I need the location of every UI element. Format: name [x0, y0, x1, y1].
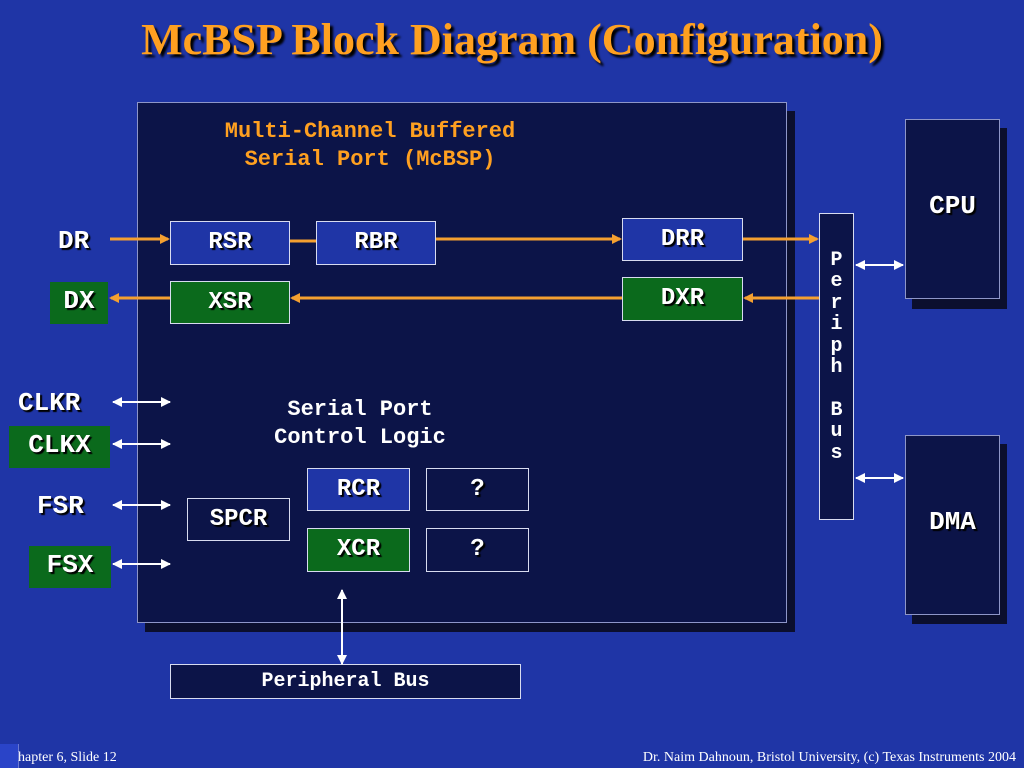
- footer-left-marker: [0, 744, 19, 768]
- rsr-register: RSR: [170, 221, 290, 265]
- periph-bus-letter: [820, 378, 853, 399]
- xsr-register: XSR: [170, 281, 290, 324]
- unknown-register-2: ?: [426, 528, 529, 572]
- spcr-register: SPCR: [187, 498, 290, 541]
- mcbsp-subtitle: Multi-Channel Buffered Serial Port (McBS…: [150, 118, 590, 174]
- xcr-register: XCR: [307, 528, 410, 572]
- slide-title: McBSP Block Diagram (Configuration): [141, 15, 883, 64]
- cpu-label: CPU: [929, 191, 976, 221]
- periph-bus-letter: i: [830, 313, 843, 337]
- control-logic-line1: Serial Port: [287, 397, 433, 422]
- rbr-register: RBR: [316, 221, 436, 265]
- dr-signal-label: DR: [58, 226, 90, 256]
- clkr-signal-label: CLKR: [18, 388, 81, 418]
- dxr-register: DXR: [622, 277, 743, 321]
- periph-bus-letter: s: [830, 441, 843, 465]
- unknown-register-1: ?: [426, 468, 529, 511]
- periph-bus-letter: h: [830, 356, 843, 380]
- control-logic-line2: Control Logic: [274, 425, 446, 450]
- clkx-signal-label: CLKX: [9, 426, 110, 468]
- periph-bus-letter: u: [830, 420, 843, 444]
- peripheral-bus-box: Peripheral Bus: [170, 664, 521, 699]
- periph-bus-vertical: P e r i p h B u s: [819, 213, 854, 520]
- footer-right-text: Dr. Naim Dahnoun, Bristol University, (c…: [642, 750, 1016, 765]
- dma-box: [905, 435, 1000, 615]
- periph-bus-letter: p: [830, 334, 843, 358]
- rcr-register: RCR: [307, 468, 410, 511]
- drr-register: DRR: [622, 218, 743, 261]
- fsx-signal-label: FSX: [29, 546, 111, 588]
- dma-label: DMA: [929, 507, 976, 537]
- fsr-signal-label: FSR: [37, 491, 84, 521]
- periph-bus-letter: B: [830, 398, 843, 422]
- mcbsp-subtitle-line1: Multi-Channel Buffered: [224, 119, 516, 144]
- periph-bus-letter: r: [830, 291, 843, 315]
- serial-port-control-logic: Serial Port Control Logic: [230, 396, 490, 452]
- cpu-box: [905, 119, 1000, 299]
- periph-bus-letter: e: [830, 270, 843, 294]
- mcbsp-subtitle-line2: Serial Port (McBSP): [244, 147, 496, 172]
- footer-left-text: hapter 6, Slide 12: [18, 750, 117, 765]
- dx-signal-label: DX: [50, 282, 108, 324]
- periph-bus-letter: P: [830, 249, 843, 272]
